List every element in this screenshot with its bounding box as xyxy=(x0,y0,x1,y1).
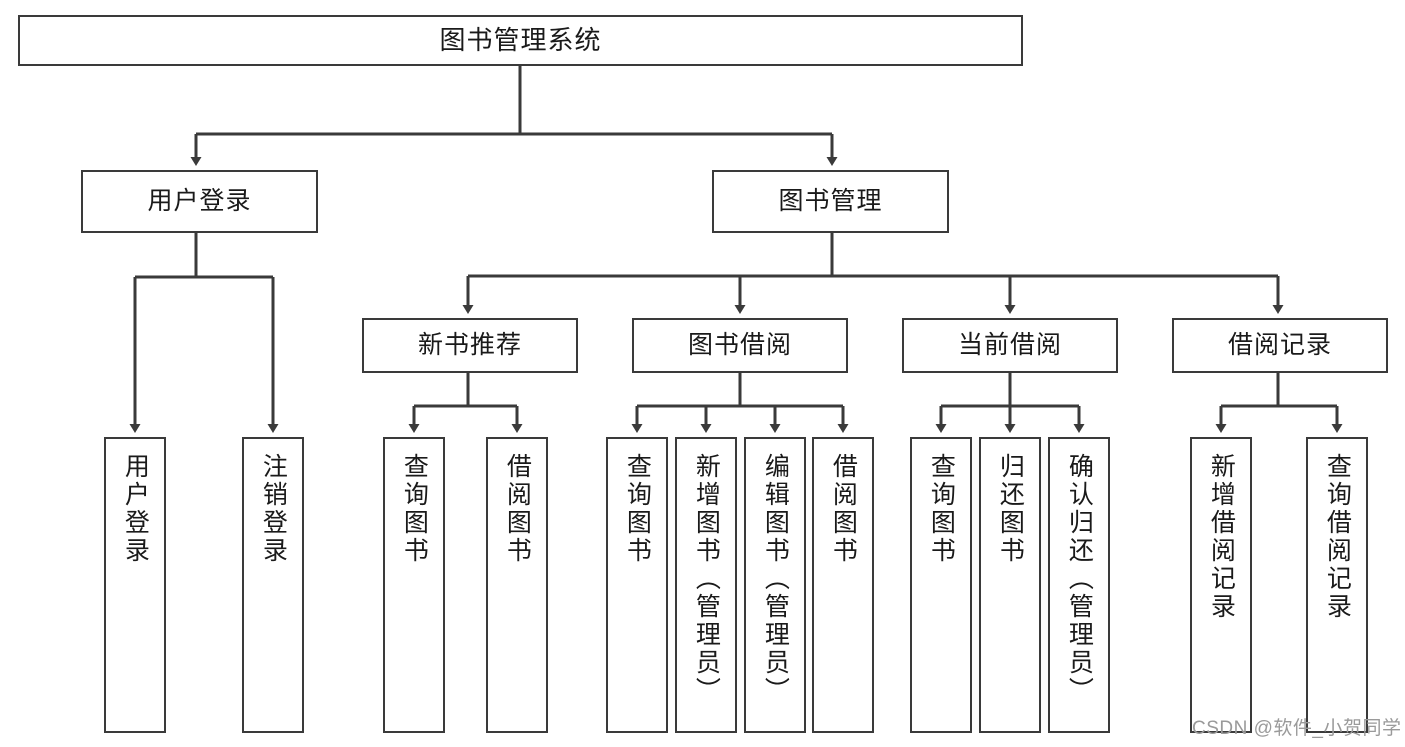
node-label: 当前借阅 xyxy=(957,331,1062,360)
node-label: 确认归还（管理员） xyxy=(1065,453,1094,705)
leaf-query-book-borrow[interactable]: 查询图书 xyxy=(606,437,668,733)
node-label: 归还图书 xyxy=(996,453,1025,565)
node-label: 查询图书 xyxy=(623,453,652,565)
node-new-book-recommend[interactable]: 新书推荐 xyxy=(362,318,578,373)
node-user-login[interactable]: 用户登录 xyxy=(81,170,318,233)
node-label: 新书推荐 xyxy=(417,331,522,360)
node-label: 新增图书（管理员） xyxy=(692,453,721,705)
leaf-query-book-recommend[interactable]: 查询图书 xyxy=(383,437,445,733)
leaf-return-book[interactable]: 归还图书 xyxy=(979,437,1041,733)
node-label: 借阅图书 xyxy=(503,453,532,565)
node-root-system[interactable]: 图书管理系统 xyxy=(18,15,1023,66)
watermark-text: CSDN @软件_小贺同学 xyxy=(1192,718,1402,739)
node-label: 用户登录 xyxy=(147,187,252,216)
node-label: 借阅记录 xyxy=(1227,331,1332,360)
node-borrow-record[interactable]: 借阅记录 xyxy=(1172,318,1388,373)
leaf-user-login[interactable]: 用户登录 xyxy=(104,437,166,733)
node-label: 借阅图书 xyxy=(829,453,858,565)
node-label: 图书借阅 xyxy=(687,331,792,360)
leaf-logout[interactable]: 注销登录 xyxy=(242,437,304,733)
node-label: 注销登录 xyxy=(259,453,288,565)
node-label: 查询图书 xyxy=(927,453,956,565)
leaf-borrow-book-recommend[interactable]: 借阅图书 xyxy=(486,437,548,733)
node-label: 查询图书 xyxy=(400,453,429,565)
leaf-add-book-admin[interactable]: 新增图书（管理员） xyxy=(675,437,737,733)
leaf-confirm-return-admin[interactable]: 确认归还（管理员） xyxy=(1048,437,1110,733)
node-label: 用户登录 xyxy=(121,453,150,565)
leaf-query-book-current[interactable]: 查询图书 xyxy=(910,437,972,733)
node-book-borrow[interactable]: 图书借阅 xyxy=(632,318,848,373)
node-label: 图书管理系统 xyxy=(439,24,602,55)
leaf-edit-book-admin[interactable]: 编辑图书（管理员） xyxy=(744,437,806,733)
leaf-add-borrow-record[interactable]: 新增借阅记录 xyxy=(1190,437,1252,733)
leaf-query-borrow-record[interactable]: 查询借阅记录 xyxy=(1306,437,1368,733)
node-label: 图书管理 xyxy=(778,187,883,216)
node-label: 查询借阅记录 xyxy=(1323,453,1352,621)
leaf-borrow-book[interactable]: 借阅图书 xyxy=(812,437,874,733)
node-label: 新增借阅记录 xyxy=(1207,453,1236,621)
node-current-borrow[interactable]: 当前借阅 xyxy=(902,318,1118,373)
node-label: 编辑图书（管理员） xyxy=(761,453,790,705)
node-book-management[interactable]: 图书管理 xyxy=(712,170,949,233)
